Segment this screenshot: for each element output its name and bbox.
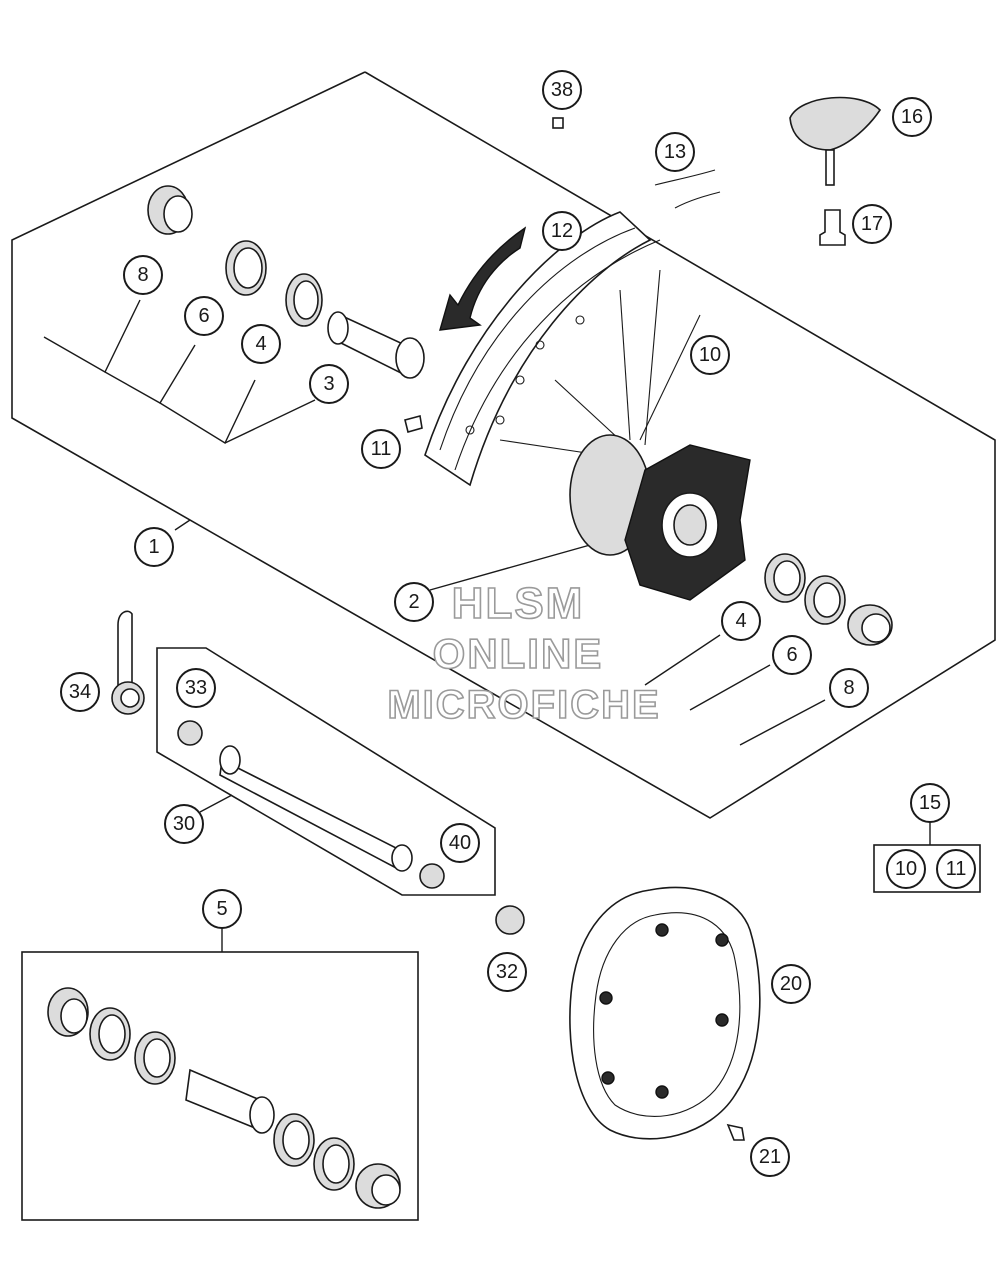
svg-text:15: 15 <box>919 792 941 814</box>
callout-16: 16 <box>892 97 932 137</box>
callout-3: 3 <box>309 364 349 404</box>
svg-text:11: 11 <box>946 858 967 880</box>
svg-text:6: 6 <box>198 305 209 327</box>
bearing-seal-left <box>147 185 323 327</box>
spoke-nipple <box>404 415 423 433</box>
callout-2: 2 <box>394 582 434 622</box>
svg-text:8: 8 <box>843 677 854 699</box>
callout-33: 33 <box>176 668 216 708</box>
callout-13: 13 <box>655 132 695 172</box>
callout-38: 38 <box>542 70 582 110</box>
svg-text:30: 30 <box>173 813 195 835</box>
spokes <box>499 269 701 456</box>
svg-text:40: 40 <box>449 832 471 854</box>
callout-30: 30 <box>164 804 204 844</box>
callout-4-left: 4 <box>241 324 281 364</box>
callout-32: 32 <box>487 952 527 992</box>
callout-15: 15 <box>910 783 950 823</box>
disc-bolt <box>726 1123 745 1141</box>
svg-text:20: 20 <box>780 973 802 995</box>
svg-text:6: 6 <box>786 644 797 666</box>
svg-text:4: 4 <box>735 610 746 632</box>
callout-34: 34 <box>60 672 100 712</box>
callout-6-right: 6 <box>772 635 812 675</box>
callout-12: 12 <box>542 211 582 251</box>
spoke-kit-frame <box>873 844 981 893</box>
rim-lock <box>789 96 882 186</box>
callout-11-wheel: 11 <box>361 429 401 469</box>
svg-text:1: 1 <box>148 536 159 558</box>
callout-11-kit: 11 <box>936 849 976 889</box>
svg-text:2: 2 <box>408 591 419 613</box>
watermark-line-1: HLSM <box>452 579 585 628</box>
direction-arrow <box>439 226 527 331</box>
callout-21: 21 <box>750 1137 790 1177</box>
axle <box>177 720 413 872</box>
watermark-line-3: MICROFICHE <box>387 683 660 727</box>
svg-text:32: 32 <box>496 961 518 983</box>
axle-nut <box>419 863 525 935</box>
svg-text:17: 17 <box>861 213 883 235</box>
svg-text:11: 11 <box>371 438 392 460</box>
spacer-sleeve-left <box>327 311 425 379</box>
callout-20: 20 <box>771 964 811 1004</box>
callout-8-right: 8 <box>829 668 869 708</box>
valve-nut <box>819 209 846 246</box>
spacer-kit-parts <box>47 987 401 1209</box>
svg-text:10: 10 <box>699 344 721 366</box>
callout-10-kit: 10 <box>886 849 926 889</box>
callout-5: 5 <box>202 889 242 929</box>
svg-text:33: 33 <box>185 677 207 699</box>
watermark-line-2: ONLINE <box>433 630 604 677</box>
callout-6-left: 6 <box>184 296 224 336</box>
svg-text:38: 38 <box>551 79 573 101</box>
brake-disc <box>569 886 761 1140</box>
callout-10-wheel: 10 <box>690 335 730 375</box>
callout-17: 17 <box>852 204 892 244</box>
callout-4-right: 4 <box>721 601 761 641</box>
leader-lines <box>43 299 931 952</box>
callout-40: 40 <box>440 823 480 863</box>
rim <box>424 211 661 487</box>
svg-text:34: 34 <box>69 681 91 703</box>
callout-8-left: 8 <box>123 255 163 295</box>
svg-text:8: 8 <box>137 264 148 286</box>
spacer-kit-frame <box>21 951 419 1221</box>
bearing-seal-right <box>764 553 893 646</box>
svg-text:10: 10 <box>895 858 917 880</box>
svg-text:12: 12 <box>551 220 573 242</box>
svg-text:21: 21 <box>759 1146 781 1168</box>
rim-tape <box>654 169 721 209</box>
svg-text:5: 5 <box>216 898 227 920</box>
svg-text:16: 16 <box>901 106 923 128</box>
axle-clamp-tool <box>111 610 145 715</box>
svg-text:13: 13 <box>664 141 686 163</box>
watermark: HLSM ONLINE MICROFICHE <box>387 578 660 728</box>
axle-group-frame <box>156 647 496 896</box>
callout-1: 1 <box>134 527 174 567</box>
hub <box>569 434 751 601</box>
wheel-assembly-frame <box>11 71 996 819</box>
svg-text:4: 4 <box>255 333 266 355</box>
valve-small <box>552 117 564 129</box>
svg-text:3: 3 <box>323 373 334 395</box>
